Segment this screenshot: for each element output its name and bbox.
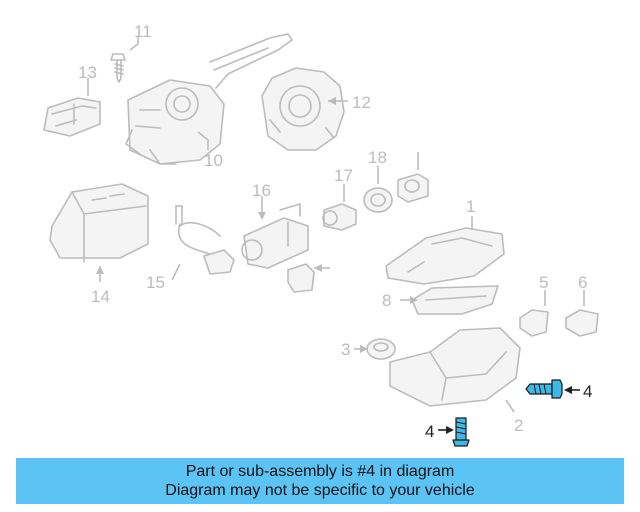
callout-17: 18: [368, 148, 387, 167]
leader-8: [197, 131, 209, 150]
callout-10: 12: [352, 93, 371, 112]
part-10-clock-spring: [261, 67, 345, 151]
callout-6: 6: [578, 273, 587, 292]
arrowhead-13: [258, 212, 266, 220]
arrowhead-3: [360, 345, 368, 353]
part-12-control-module: [49, 183, 149, 263]
callout-2: 2: [514, 416, 523, 435]
part-5-clip: [519, 309, 549, 337]
callout-8: 10: [204, 151, 223, 170]
part-14-bracket: [287, 263, 315, 293]
part-6-clip: [565, 309, 599, 337]
callout-7: 8: [382, 291, 391, 310]
part-11-bracket: [43, 97, 101, 137]
arrowhead-4b: [446, 426, 454, 434]
part-15-wiring-harness: [175, 205, 235, 275]
arrowhead-12: [96, 266, 104, 274]
arrowhead-4a: [564, 386, 572, 394]
callout-12: 14: [91, 287, 110, 306]
callout-15: 15: [146, 273, 165, 292]
leader-2: [505, 399, 515, 413]
arrowhead-7: [410, 296, 418, 304]
part-16-ignition-switch: [322, 203, 357, 231]
callout-3: 3: [341, 340, 350, 359]
part-13-ignition-lock: [241, 203, 309, 269]
banner-line-1: Part or sub-assembly is #4 in diagram: [185, 463, 455, 480]
callout-1: 1: [466, 197, 475, 216]
arrowhead-10: [328, 97, 336, 105]
part-2-lower-column-cover: [389, 327, 521, 407]
leader-15: [171, 263, 181, 281]
part-18-trim-ring: [397, 173, 429, 203]
part-17-ring: [363, 187, 393, 213]
leader-9: [129, 36, 139, 51]
callout-11: 13: [78, 63, 97, 82]
part-9-screw: [110, 53, 126, 83]
callout-9: 11: [134, 22, 152, 41]
banner-line-2: Diagram may not be specific to your vehi…: [165, 482, 475, 499]
info-banner: Part or sub-assembly is #4 in diagram Di…: [16, 458, 624, 504]
part-1-upper-column-cover: [385, 227, 505, 285]
callout-4b: 4: [425, 422, 434, 441]
part-4-screw-vertical: [452, 417, 470, 447]
callout-5: 5: [539, 273, 548, 292]
part-3-grommet: [366, 338, 396, 360]
callout-16: 17: [334, 166, 353, 185]
arrowhead-14: [314, 264, 322, 272]
part-4-screw-horizontal: [525, 379, 563, 399]
part-8-combination-switch: [125, 33, 293, 165]
callout-13: 16: [252, 181, 271, 200]
callout-4a: 4: [583, 382, 592, 401]
part-7-trim-panel: [411, 285, 499, 315]
parts-diagram: 11 13 10 12 14 15: [43, 22, 599, 447]
